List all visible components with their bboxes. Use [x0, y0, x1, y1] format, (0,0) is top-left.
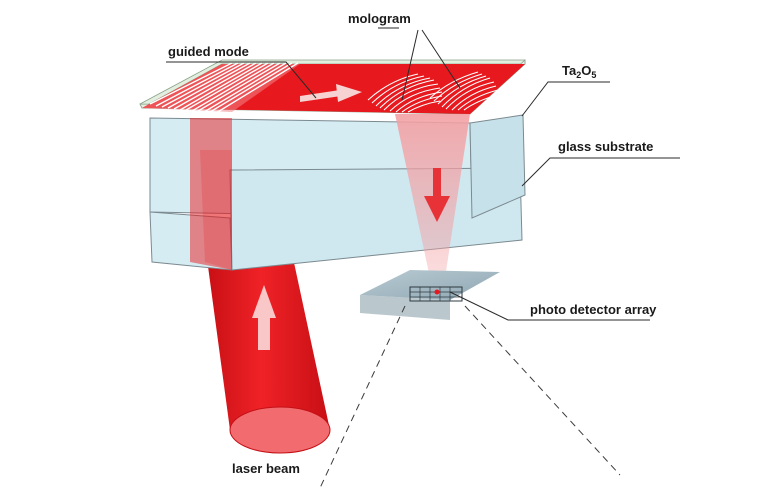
- ta2o5-label-sub1: 2: [576, 70, 582, 80]
- beam-direction-arrow: [252, 285, 276, 350]
- photo-detector-array: [360, 270, 500, 320]
- ta2o5-label: Ta2O5: [562, 63, 596, 80]
- mologram-leader-b: [421, 29, 461, 89]
- glass-substrate-label: glass substrate: [558, 139, 654, 154]
- mologram-label: mologram: [348, 11, 411, 26]
- focal-spot: [434, 289, 440, 295]
- photo-detector-array-label: photo detector array: [530, 302, 657, 317]
- guided-mode-label: guided mode: [168, 44, 249, 59]
- focus-direction-arrow: [424, 168, 450, 222]
- input-grating: [149, 62, 299, 114]
- guided-mode-leader: [166, 61, 317, 99]
- mologram-leader-a: [401, 29, 419, 101]
- ta2o5-leader: [521, 81, 610, 117]
- leader-lines: [166, 27, 680, 321]
- mologram-pattern-2: [429, 71, 499, 111]
- glass-substrate-leader: [521, 157, 680, 187]
- detector-leader: [449, 291, 650, 321]
- laser-beam-label: laser beam: [232, 461, 300, 476]
- ta2o5-label-ta: Ta: [562, 63, 577, 78]
- ta2o5-label-o: O: [581, 63, 592, 78]
- beam-in-substrate: [190, 118, 232, 270]
- guided-mode-arrow: [300, 84, 362, 102]
- magnification-lines: [319, 305, 621, 489]
- ta2o5-label-sub2: 5: [591, 70, 597, 80]
